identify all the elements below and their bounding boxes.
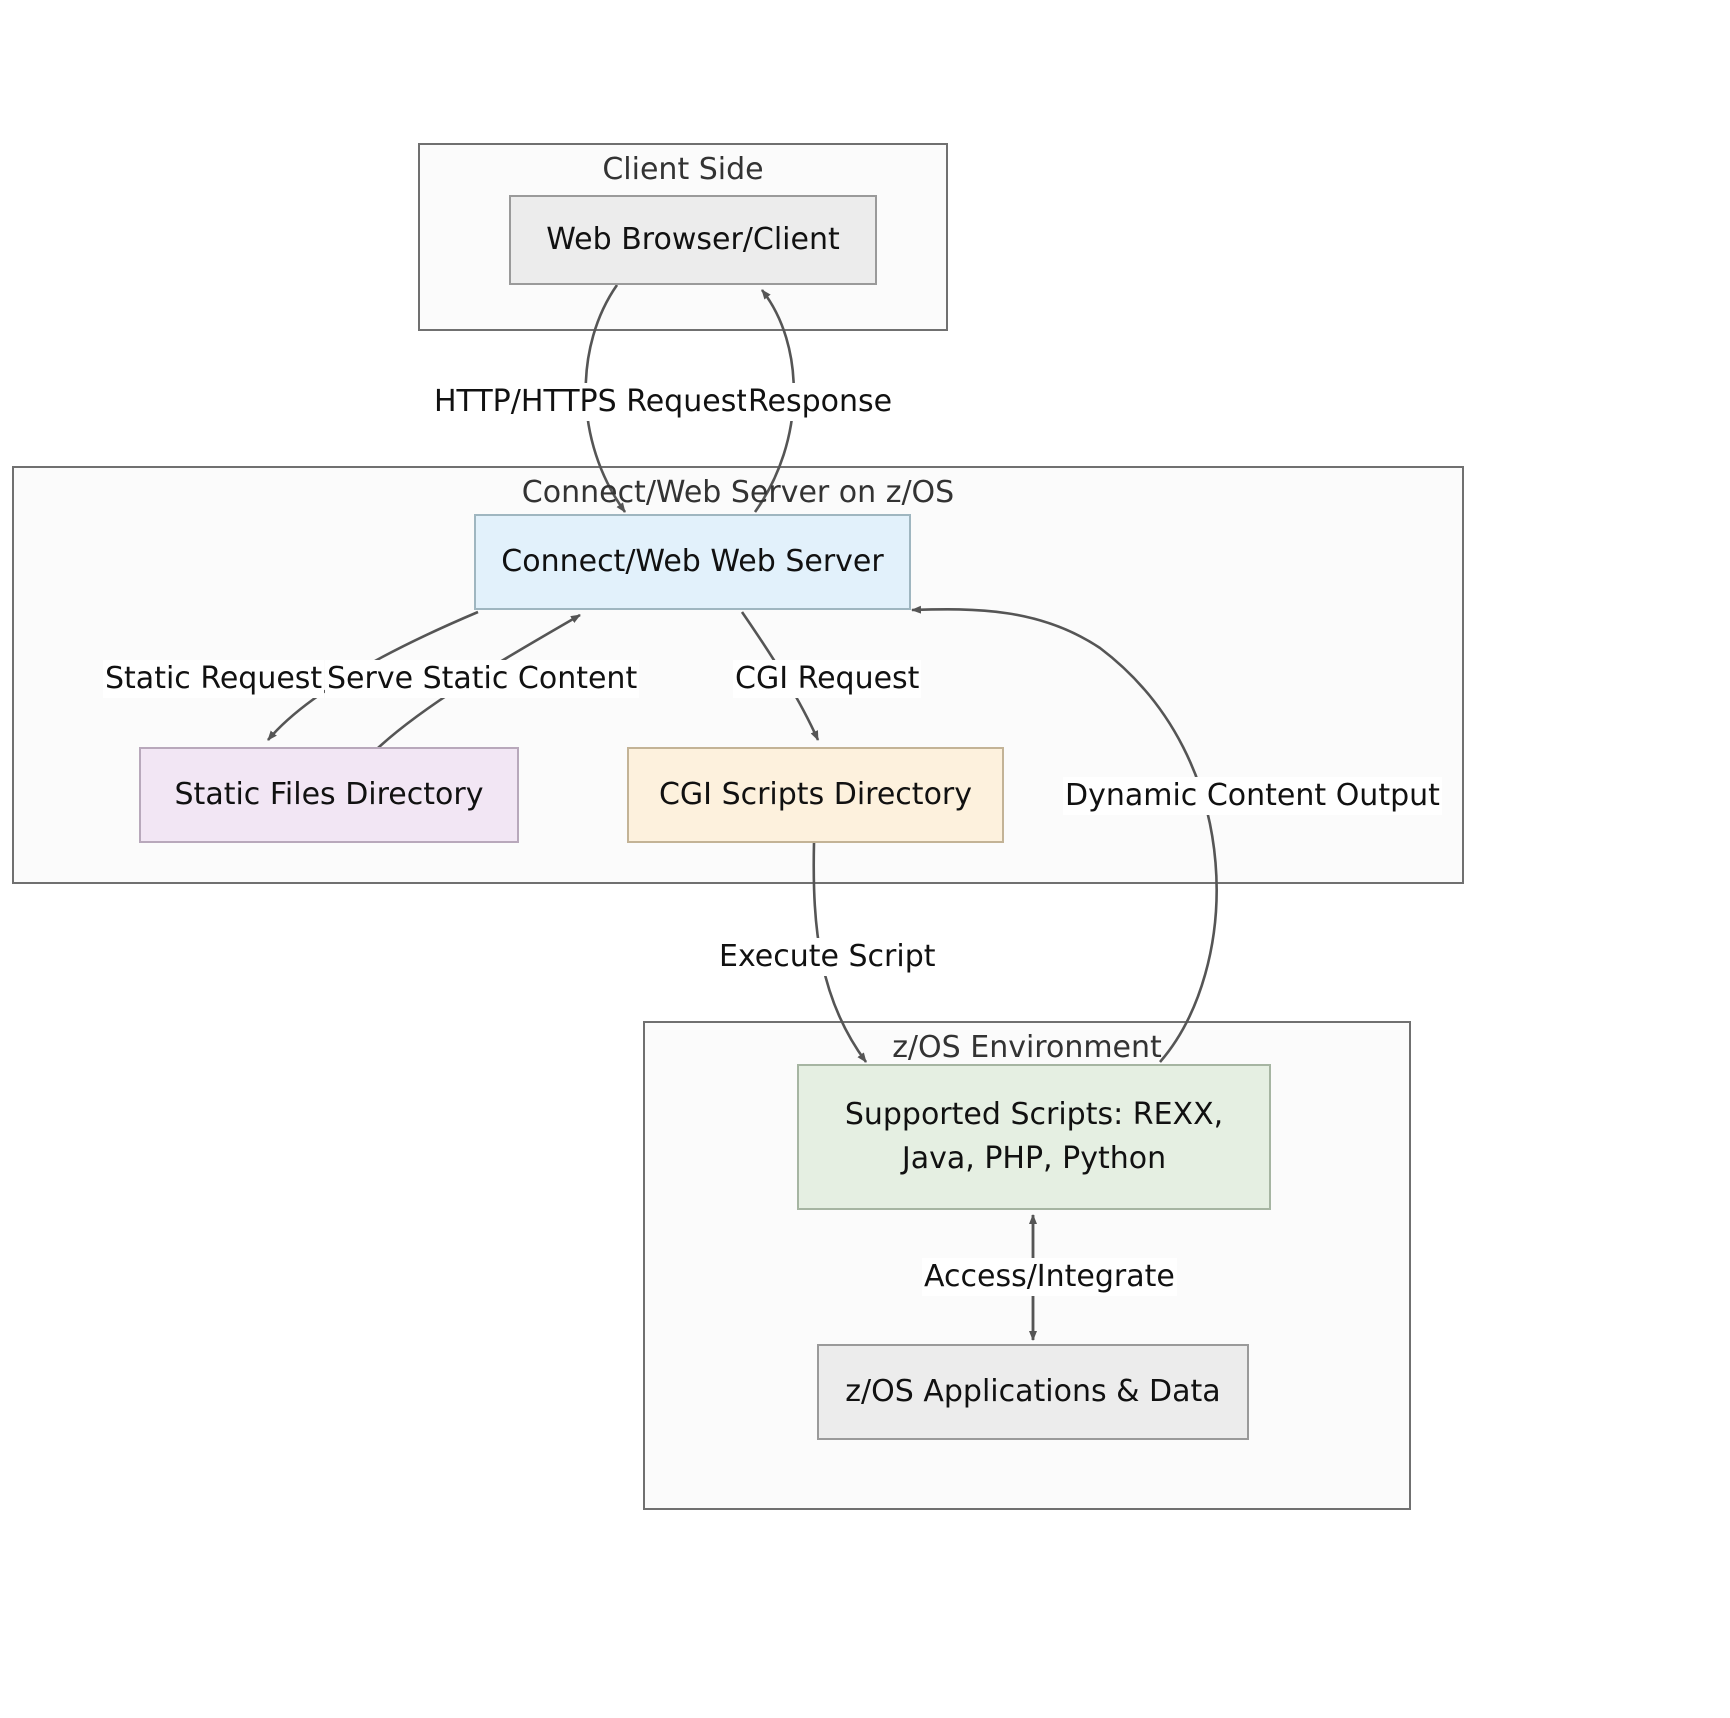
supported-scripts-line-2: Java, PHP, Python bbox=[901, 1141, 1167, 1176]
node-connect-web-web-server[interactable]: Connect/Web Web Server bbox=[474, 514, 911, 610]
node-web-browser-client[interactable]: Web Browser/Client bbox=[509, 195, 877, 285]
node-cgi-scripts-directory[interactable]: CGI Scripts Directory bbox=[627, 747, 1004, 843]
edge-label-response: Response bbox=[746, 383, 895, 421]
node-zos-applications-and-data[interactable]: z/OS Applications & Data bbox=[817, 1344, 1249, 1440]
edge-dynamic-content-output bbox=[911, 605, 1218, 1063]
cluster-title-client-side: Client Side bbox=[602, 152, 764, 187]
edge-label-dynamic-content-output: Dynamic Content Output bbox=[1063, 777, 1442, 815]
node-supported-scripts[interactable]: Supported Scripts: REXX, Java, PHP, Pyth… bbox=[797, 1064, 1271, 1210]
edge-label-static-request: Static Request bbox=[103, 660, 325, 698]
cluster-title-connect-web-server: Connect/Web Server on z/OS bbox=[521, 475, 955, 510]
edge-label-http-request: HTTP/HTTPS Request bbox=[432, 383, 751, 421]
edge-label-cgi-request: CGI Request bbox=[733, 660, 922, 698]
node-static-files-directory[interactable]: Static Files Directory bbox=[139, 747, 519, 843]
edge-label-execute-script: Execute Script bbox=[717, 938, 938, 976]
edge-label-access-integrate: Access/Integrate bbox=[922, 1258, 1177, 1296]
supported-scripts-line-1: Supported Scripts: REXX, bbox=[844, 1097, 1224, 1132]
cluster-title-zos-environment: z/OS Environment bbox=[892, 1030, 1162, 1065]
edge-label-serve-static-content: Serve Static Content bbox=[325, 660, 640, 698]
